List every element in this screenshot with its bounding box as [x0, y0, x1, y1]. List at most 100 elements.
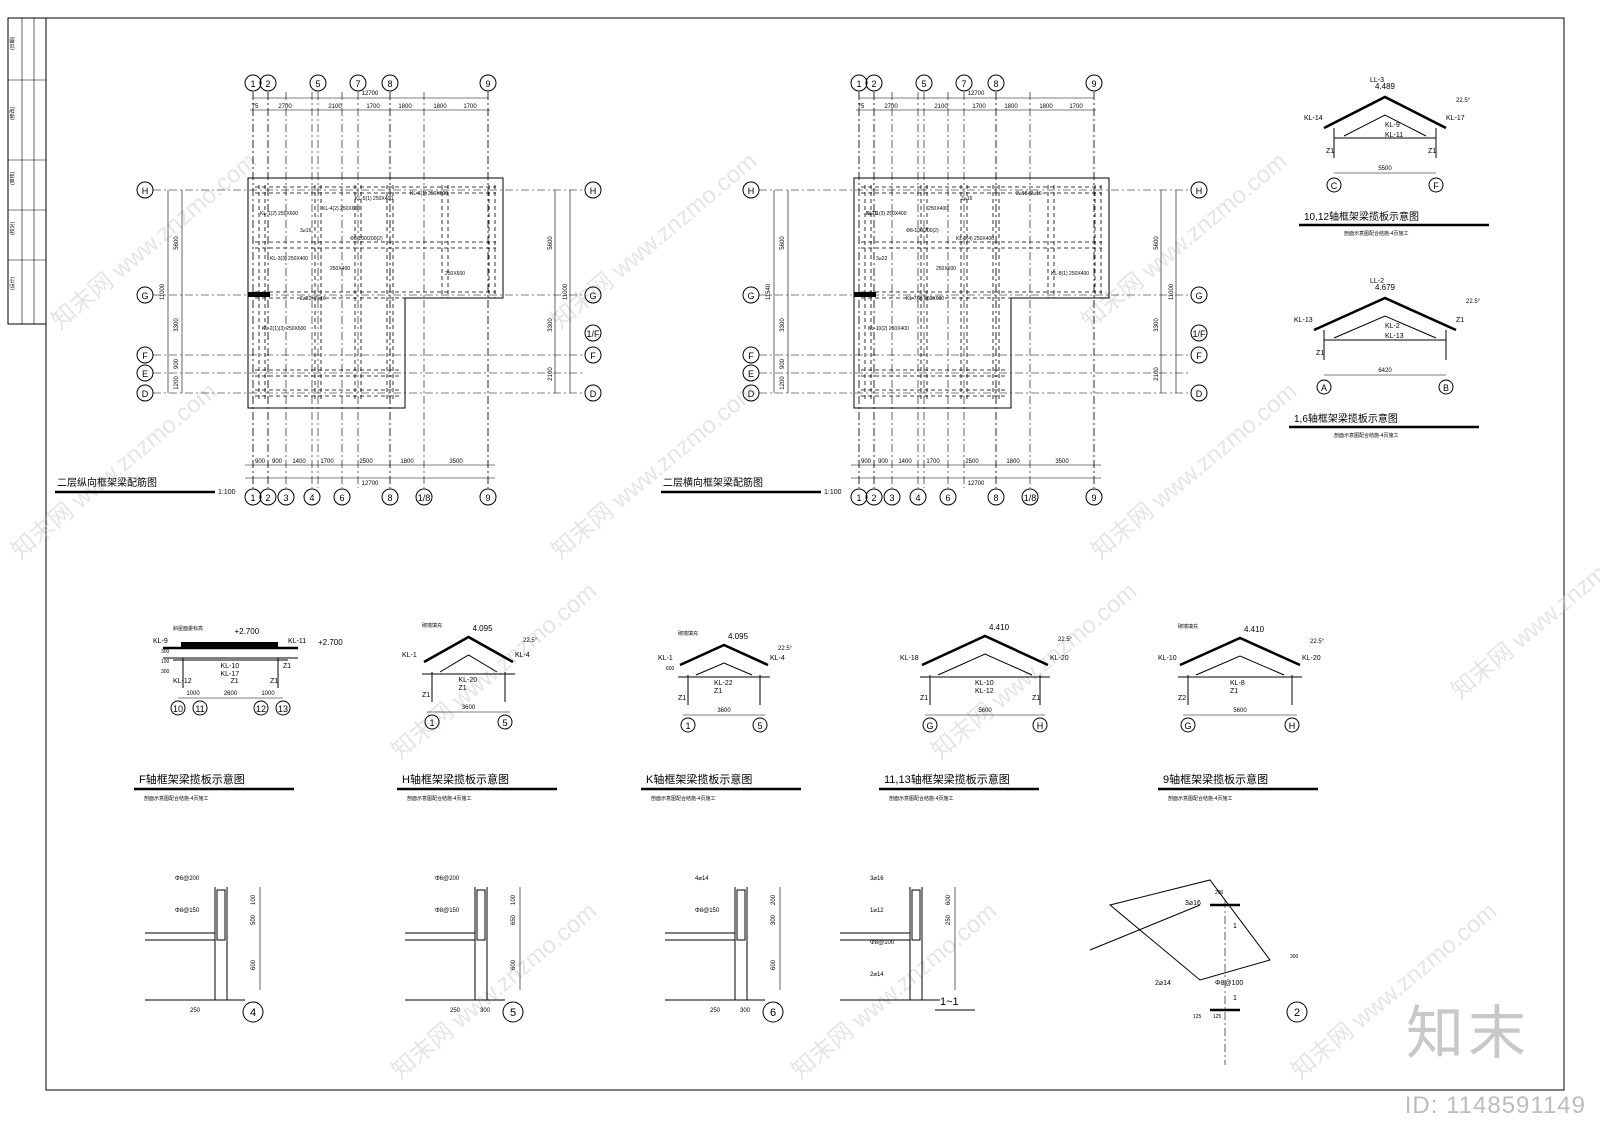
- left-total: 11000: [160, 283, 166, 300]
- member-label: KL-1: [658, 655, 673, 662]
- plan-title: 二层纵向框架梁配筋图: [57, 476, 157, 489]
- member-label: KL-10: [975, 680, 994, 687]
- member-label: Z1: [459, 685, 467, 692]
- side-dim: 600: [666, 666, 675, 672]
- roof-slope: [423, 635, 514, 664]
- section-title: 11,13轴框架梁揽板示意图: [884, 772, 1010, 786]
- axis-right-F: F: [590, 351, 596, 361]
- rebar-label: 4⌀14: [695, 876, 709, 882]
- member-label: KL-1: [402, 652, 417, 659]
- top-dim: 75: [858, 104, 865, 110]
- bottom-dim: 3500: [449, 459, 463, 465]
- axis-top-8: 8: [387, 79, 392, 89]
- side-dim: 100: [161, 659, 170, 665]
- member-label: Z1: [920, 695, 928, 702]
- beam-label: KL-3(3) 250X400: [270, 256, 308, 262]
- watermark-text: 知末网 www.znzmo.com: [787, 898, 1003, 1085]
- axis-top-8: 8: [993, 79, 998, 89]
- axis-F: F: [1433, 181, 1439, 191]
- axis-G: G: [1184, 721, 1191, 731]
- axis-bottom-8-circle: [381, 488, 399, 506]
- beam-label: KL-6(1) 250X600: [410, 191, 448, 197]
- member-label: KL-9: [1385, 122, 1400, 129]
- bottom-dim: 900: [878, 459, 889, 465]
- member-label: KL-8: [1230, 680, 1245, 687]
- beam-label: 250X400: [928, 206, 948, 212]
- detail-dim: 300: [740, 1008, 751, 1014]
- beam-label: KL-9(4) 250X400: [956, 236, 994, 242]
- axis-H: H: [1289, 721, 1296, 731]
- left-dim: 3300: [780, 318, 786, 332]
- axis-top-5: 5: [315, 79, 320, 89]
- axis-top-2: 2: [871, 79, 876, 89]
- left-dim: 900: [174, 358, 180, 369]
- span-dim: 5500: [1378, 166, 1392, 172]
- detail-dim: 100: [251, 894, 257, 905]
- member-label: KL-14: [1304, 115, 1323, 122]
- axis-bottom-1/8-circle: [1021, 488, 1039, 506]
- stirrup: [736, 889, 746, 941]
- member-label: KL-12: [975, 688, 994, 695]
- beam-label: Φ8-100/200(2): [350, 236, 383, 242]
- title-block-text: (日期)(修改)(审核)(校对)(设计): [9, 36, 16, 290]
- member-label: KL-9: [153, 638, 168, 645]
- axis-right-H-circle: [584, 181, 602, 199]
- elev: 4.095: [728, 632, 749, 641]
- axis-top-1: 1: [856, 79, 861, 89]
- roof-underside: [937, 653, 1033, 676]
- axis-right-F: F: [1196, 351, 1202, 361]
- axis-H-circle: [1032, 717, 1048, 733]
- title-block: [7, 17, 47, 325]
- axis-left-G: G: [141, 291, 148, 301]
- left-dim: 3300: [174, 318, 180, 332]
- axis-right-H-circle: [1190, 181, 1208, 199]
- roof-slope: [1179, 636, 1301, 667]
- plan-title: 二层横向框架梁配筋图: [663, 476, 763, 489]
- axis-left-H: H: [142, 186, 149, 196]
- watermark-text: 知末网 www.znzmo.com: [387, 898, 603, 1085]
- axis-bottom-1: 1: [856, 493, 861, 503]
- detail-id: 1~1: [940, 996, 959, 1008]
- slope: 22.5°: [778, 646, 793, 652]
- axis-bottom-3: 3: [889, 493, 894, 503]
- bottom-dim: 900: [861, 459, 872, 465]
- axis-top-2-circle: [865, 74, 883, 92]
- detail-dim: 500: [251, 914, 257, 925]
- axis-bottom-6-circle: [333, 488, 351, 506]
- right-total: 11000: [1169, 283, 1175, 300]
- stirrup: [911, 889, 921, 941]
- section-title: K轴框架梁揽板示意图: [646, 772, 752, 786]
- member-label: Z1: [1230, 688, 1238, 695]
- axis-top-9: 9: [485, 79, 490, 89]
- top-dim: 1700: [463, 104, 477, 110]
- member-label: Z1: [1456, 317, 1464, 324]
- roof-slope: [679, 643, 769, 667]
- detail-id-2: 2: [1294, 1007, 1300, 1019]
- axis-5: 5: [502, 718, 507, 728]
- axis-5: 5: [757, 721, 762, 731]
- elev: 4.679: [1375, 283, 1396, 292]
- member-label: KL-22: [714, 680, 733, 687]
- axis-right-1/F-circle: [584, 324, 602, 342]
- rebar-label: 1⌀12: [870, 908, 884, 914]
- axis-left-H: H: [748, 186, 755, 196]
- left-dim: 1200: [174, 376, 180, 390]
- member-label: KL-13: [1385, 333, 1404, 340]
- member-label: KL-10: [221, 663, 240, 670]
- detail-dim: 250: [190, 1008, 201, 1014]
- member-label: KL-11: [288, 638, 306, 645]
- beam-label: 250X400: [330, 266, 350, 272]
- detail-dim: 650: [511, 914, 517, 925]
- detail-id-4: 4: [250, 1007, 256, 1019]
- detail-id-5-circle: [502, 1001, 524, 1023]
- axis-13-circle: [275, 700, 291, 716]
- roof-underside: [695, 662, 753, 676]
- axis-top-9-circle: [479, 74, 497, 92]
- axis-right-G-circle: [584, 286, 602, 304]
- axis-H-circle: [1284, 717, 1300, 733]
- bottom-dim: 2500: [965, 459, 979, 465]
- axis-bottom-9-circle: [1085, 488, 1103, 506]
- member-label: Z1: [422, 692, 430, 699]
